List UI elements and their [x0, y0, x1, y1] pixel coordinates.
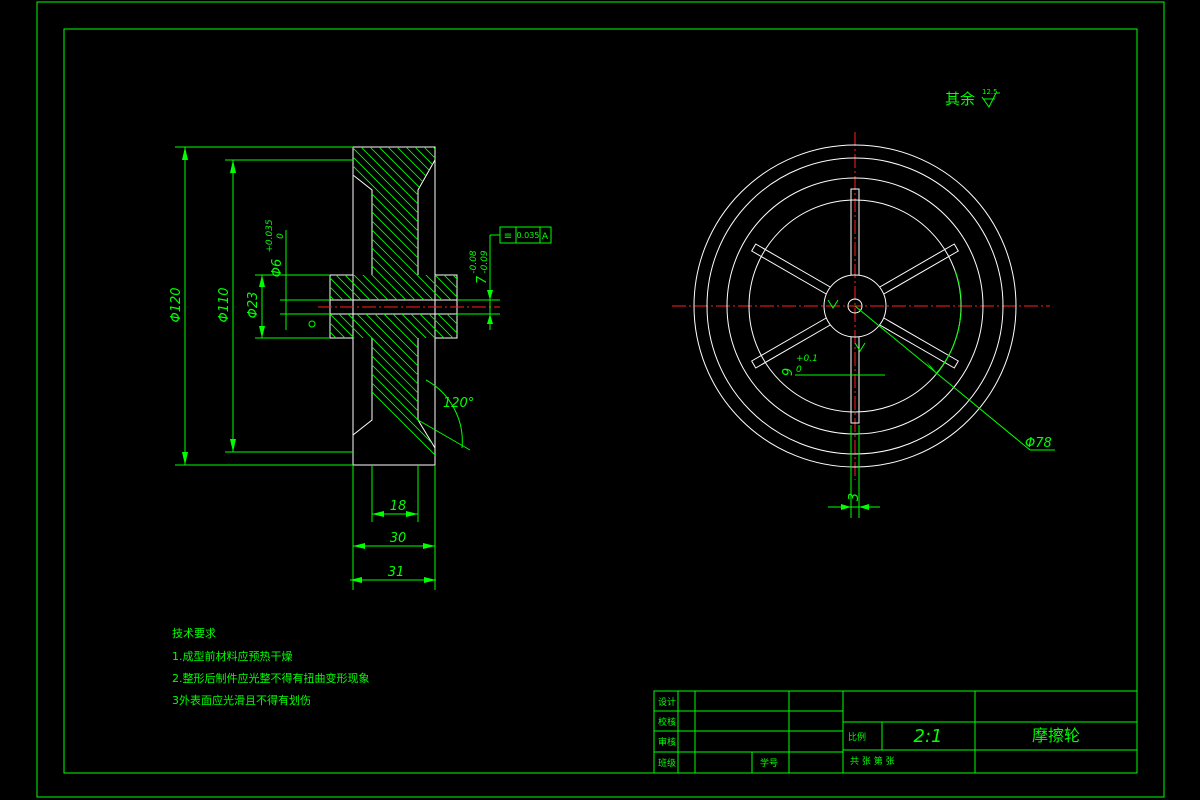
roughness-note: 其余 12.5 — [945, 88, 1000, 108]
hatch-line — [330, 147, 457, 465]
hatch-line — [443, 147, 457, 465]
roughness-text: 其余 — [945, 90, 975, 108]
hatch-line — [330, 147, 457, 465]
dim-w30: 30 — [390, 531, 407, 546]
hatch-line — [480, 140, 820, 480]
title-scale-label: 比例 — [848, 731, 866, 743]
tech-item-3: 3外表面应光滑且不得有划伤 — [172, 693, 311, 707]
hatch-line — [344, 147, 457, 465]
wheel-spoke — [850, 188, 860, 275]
roughness-value: 12.5 — [982, 88, 998, 96]
hatch-line — [416, 147, 457, 465]
hatch-line — [330, 147, 457, 465]
dim-key: 7 — [475, 275, 490, 284]
tech-heading: 技术要求 — [172, 627, 216, 640]
tech-item-1: 1.成型前材料应预热干燥 — [172, 649, 293, 663]
section-dimensions: Φ120 Φ110 Φ23 Φ6 +0.035 0 7 -0.08 -0.09 — [169, 146, 552, 590]
dim-w31: 31 — [388, 565, 405, 580]
hatch-line — [498, 140, 838, 480]
tech-requirements: 技术要求 1.成型前材料应预热干燥 2.整形后制件应光整不得有扭曲变形现象 3外… — [172, 627, 370, 707]
dim-d6-upper: +0.035 — [265, 219, 275, 253]
inner-border — [63, 28, 1138, 774]
dim-d78: Φ78 — [1025, 436, 1052, 451]
hatch-line — [434, 147, 457, 465]
dim-bore-lower: 0 — [796, 365, 802, 375]
hatch-line — [471, 140, 811, 480]
dim-bore: 9 — [781, 368, 796, 376]
hatch-line — [398, 147, 457, 465]
hatch-line — [330, 147, 457, 465]
title-student-no: 学号 — [760, 757, 778, 769]
dim-bore-upper: +0.1 — [796, 354, 818, 364]
dim-key-lower: -0.09 — [480, 250, 490, 274]
svg-text:0.035: 0.035 — [517, 231, 540, 240]
title-block: 设计 校核 审核 班级 学号 比例 2:1 共 张 第 张 摩擦轮 — [653, 690, 1138, 774]
hatch-line — [330, 147, 457, 465]
hatch-line — [330, 147, 457, 465]
wheel-spoke — [751, 317, 831, 369]
hatch-line — [330, 147, 457, 465]
drawing-title: 摩擦轮 — [1032, 726, 1080, 745]
wheel-spoke — [879, 243, 959, 295]
hatch-line — [330, 147, 457, 465]
dim-d23: Φ23 — [246, 292, 261, 319]
front-view: Φ78 9 +0.1 0 3 — [672, 132, 1055, 518]
dim-w3: 3 — [847, 493, 862, 501]
hatch-line — [330, 147, 457, 465]
hatch-line — [335, 147, 457, 465]
title-row-design: 设计 — [658, 696, 676, 708]
dim-d120: Φ120 — [169, 287, 184, 322]
outer-border — [36, 1, 1165, 798]
wheel-spoke — [751, 243, 831, 295]
hatch-line — [353, 147, 457, 465]
hatch-line — [330, 147, 457, 465]
wheel-spoke — [879, 317, 959, 369]
title-scale-value: 2:1 — [914, 726, 943, 747]
hatch-line — [330, 147, 457, 465]
tolerance-frame — [499, 226, 552, 244]
svg-text:A: A — [542, 232, 549, 242]
title-row-class: 班级 — [658, 757, 676, 769]
hatch-line — [330, 147, 457, 465]
dim-d6-lower: 0 — [276, 233, 286, 239]
title-row-check: 校核 — [658, 716, 676, 728]
hatch-line — [425, 147, 457, 465]
tech-item-2: 2.整形后制件应光整不得有扭曲变形现象 — [172, 671, 370, 685]
hatch-line — [407, 147, 457, 465]
hatch-line — [330, 147, 457, 465]
hatch-line — [330, 147, 457, 465]
hatch-line — [507, 140, 847, 480]
dim-key-upper: -0.08 — [469, 250, 479, 274]
dim-w18: 18 — [390, 499, 407, 514]
dim-angle: 120° — [443, 396, 474, 411]
svg-text:≡: ≡ — [504, 231, 512, 242]
hatch-line — [362, 147, 457, 465]
hatch-line — [389, 147, 457, 465]
hatch-line — [380, 147, 457, 465]
hatch-line — [330, 147, 457, 465]
title-row-review: 审核 — [658, 736, 676, 748]
hatch-line — [330, 147, 457, 465]
hatch-line — [330, 147, 457, 465]
title-sheet: 共 张 第 张 — [850, 755, 895, 767]
hatch-line — [489, 140, 829, 480]
hatch-line — [516, 140, 856, 480]
wheel-spoke — [850, 337, 860, 424]
hatch-line — [330, 147, 457, 465]
dim-d110: Φ110 — [217, 287, 232, 322]
dim-d6: Φ6 — [270, 259, 285, 278]
